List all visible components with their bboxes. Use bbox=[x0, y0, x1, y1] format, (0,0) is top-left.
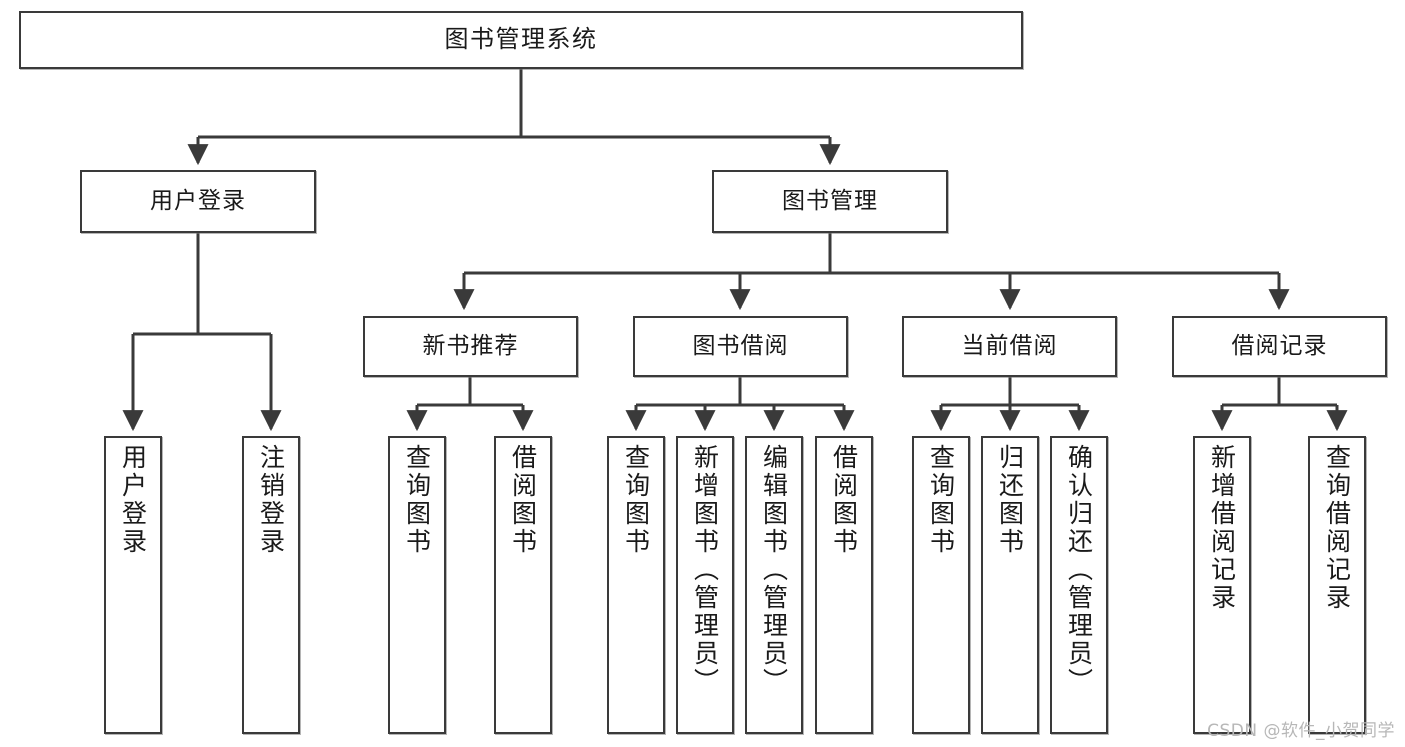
node-book-borrow[interactable]: 图书借阅 bbox=[633, 316, 848, 377]
node-leaf-edit-book-admin-label: 编辑图书（管理员） bbox=[759, 444, 789, 696]
node-book-manage-label: 图书管理 bbox=[782, 188, 878, 215]
node-leaf-query-book-borrow-label: 查询图书 bbox=[621, 444, 651, 556]
node-leaf-add-book-admin[interactable]: 新增图书（管理员） bbox=[676, 436, 734, 734]
node-leaf-user-login-label: 用户登录 bbox=[118, 444, 148, 556]
node-user-login[interactable]: 用户登录 bbox=[80, 170, 316, 233]
node-leaf-confirm-return-admin[interactable]: 确认归还（管理员） bbox=[1050, 436, 1108, 734]
node-leaf-add-book-admin-label: 新增图书（管理员） bbox=[690, 444, 720, 696]
watermark: CSDN @软件_小贺同学 bbox=[1207, 721, 1395, 741]
node-leaf-add-borrow-record-label: 新增借阅记录 bbox=[1207, 444, 1237, 612]
node-user-login-label: 用户登录 bbox=[150, 188, 246, 215]
node-leaf-borrow-book-label: 借阅图书 bbox=[829, 444, 859, 556]
node-leaf-query-book-borrow[interactable]: 查询图书 bbox=[607, 436, 665, 734]
node-leaf-logout[interactable]: 注销登录 bbox=[242, 436, 300, 734]
node-leaf-borrow-book[interactable]: 借阅图书 bbox=[815, 436, 873, 734]
node-current-borrow-label: 当前借阅 bbox=[961, 333, 1058, 360]
node-leaf-user-login[interactable]: 用户登录 bbox=[104, 436, 162, 734]
node-leaf-edit-book-admin[interactable]: 编辑图书（管理员） bbox=[745, 436, 803, 734]
node-leaf-logout-label: 注销登录 bbox=[256, 444, 286, 556]
node-root-label: 图书管理系统 bbox=[444, 25, 598, 54]
node-leaf-confirm-return-admin-label: 确认归还（管理员） bbox=[1064, 444, 1094, 696]
node-leaf-query-book-current-label: 查询图书 bbox=[926, 444, 956, 556]
node-leaf-return-book[interactable]: 归还图书 bbox=[981, 436, 1039, 734]
node-leaf-borrow-book-newbook-label: 借阅图书 bbox=[508, 444, 538, 556]
node-leaf-add-borrow-record[interactable]: 新增借阅记录 bbox=[1193, 436, 1251, 734]
node-borrow-record-label: 借阅记录 bbox=[1231, 333, 1328, 360]
node-leaf-query-book-newbook[interactable]: 查询图书 bbox=[388, 436, 446, 734]
node-leaf-query-borrow-record-label: 查询借阅记录 bbox=[1322, 444, 1352, 612]
node-leaf-query-book-newbook-label: 查询图书 bbox=[402, 444, 432, 556]
node-book-manage[interactable]: 图书管理 bbox=[712, 170, 948, 233]
node-root[interactable]: 图书管理系统 bbox=[19, 11, 1023, 69]
node-current-borrow[interactable]: 当前借阅 bbox=[902, 316, 1117, 377]
node-leaf-query-book-current[interactable]: 查询图书 bbox=[912, 436, 970, 734]
node-leaf-return-book-label: 归还图书 bbox=[995, 444, 1025, 556]
node-leaf-query-borrow-record[interactable]: 查询借阅记录 bbox=[1308, 436, 1366, 734]
node-borrow-record[interactable]: 借阅记录 bbox=[1172, 316, 1387, 377]
node-book-borrow-label: 图书借阅 bbox=[692, 333, 789, 360]
node-new-book-recommendation-label: 新书推荐 bbox=[422, 333, 519, 360]
node-leaf-borrow-book-newbook[interactable]: 借阅图书 bbox=[494, 436, 552, 734]
node-new-book-recommendation[interactable]: 新书推荐 bbox=[363, 316, 578, 377]
